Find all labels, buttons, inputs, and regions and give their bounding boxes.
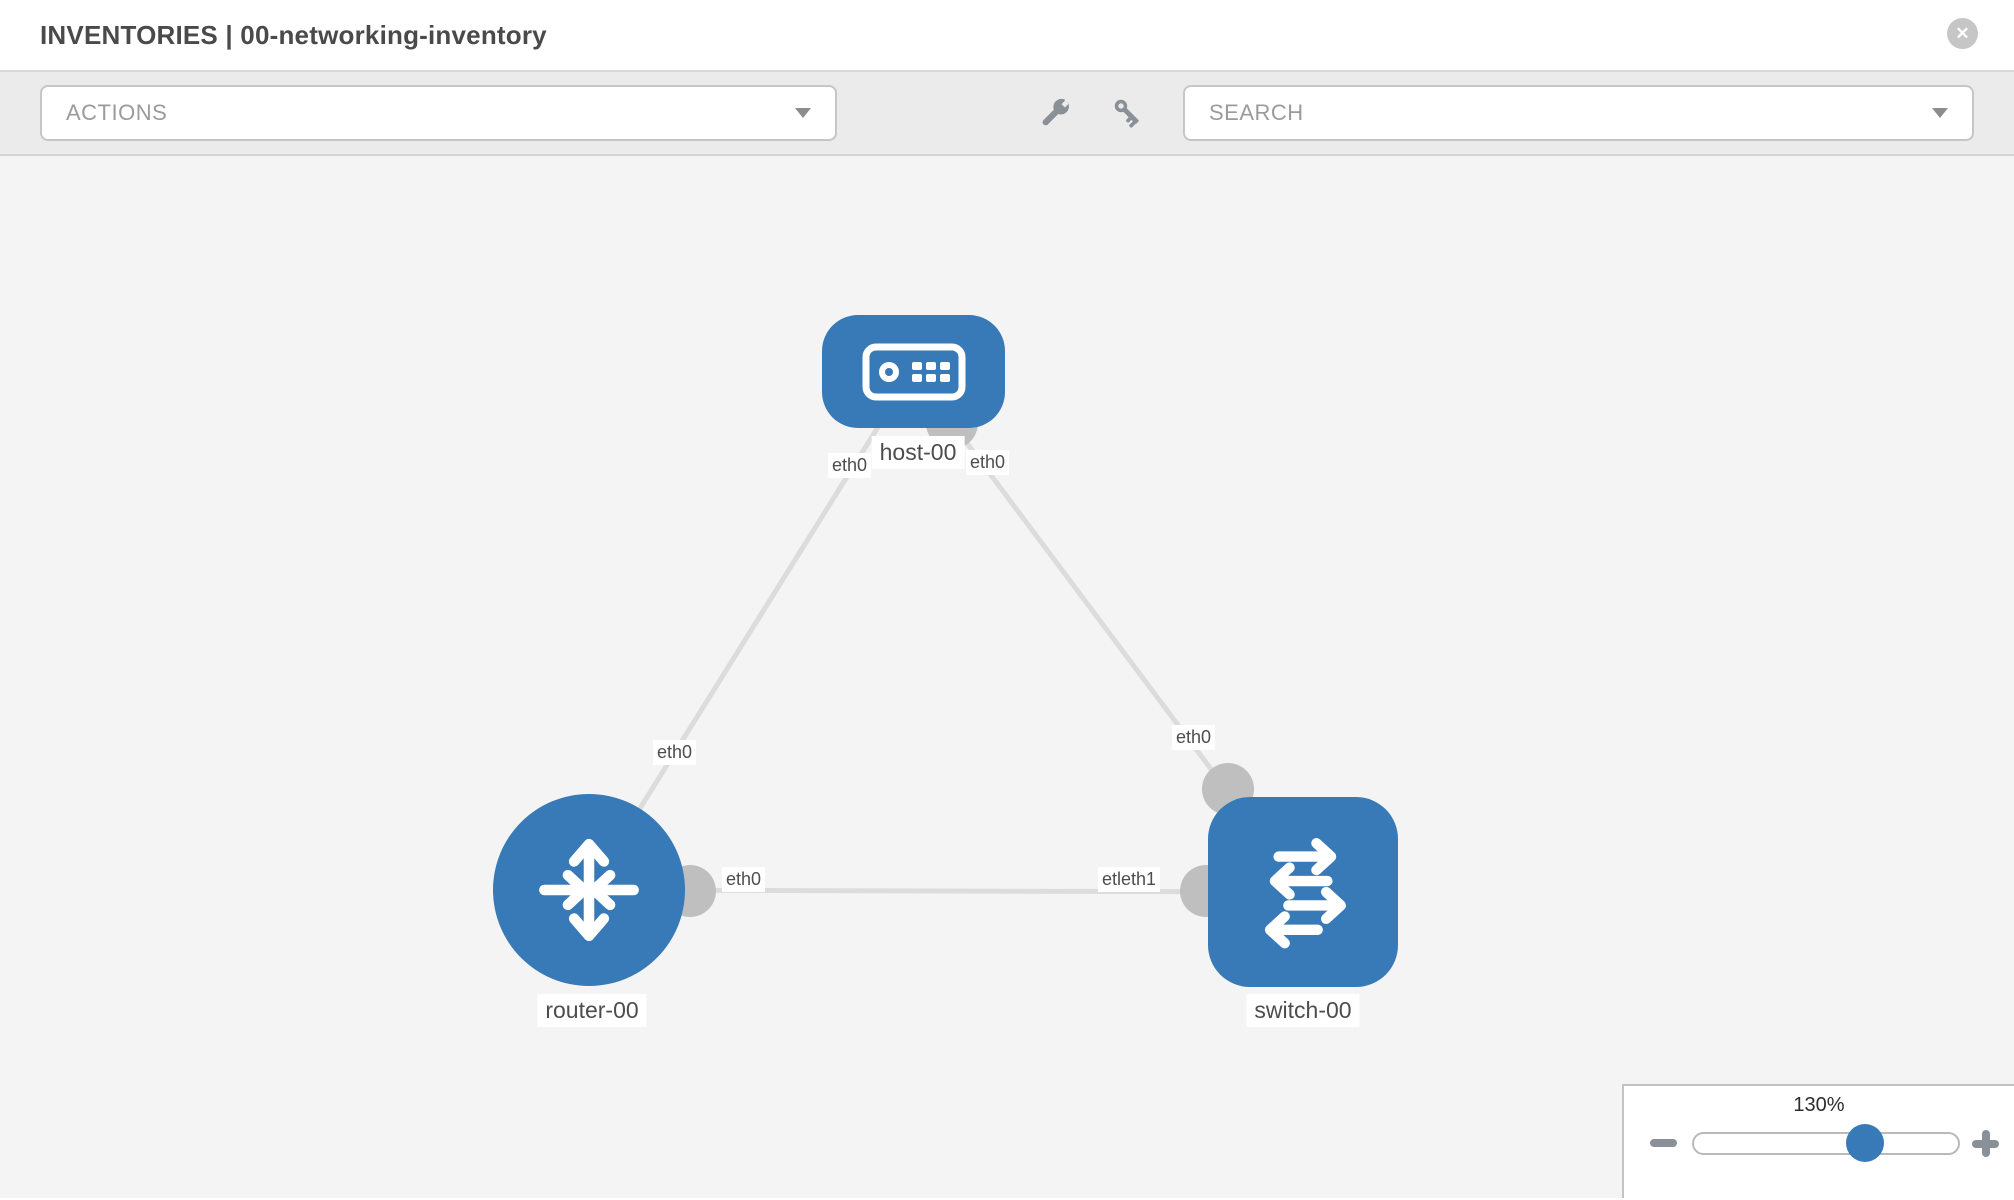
zoom-level-value: 130% (1793, 1094, 1845, 1116)
search-dropdown-label: SEARCH (1209, 100, 1304, 125)
key-icon[interactable] (1111, 96, 1145, 130)
node-label-router-00: router-00 (537, 994, 647, 1027)
interface-label: eth0 (966, 450, 1010, 475)
router-icon (539, 838, 639, 942)
interface-label: eth0 (1172, 725, 1216, 750)
zoom-in-icon[interactable] (1972, 1130, 1999, 1157)
node-switch-00[interactable] (1208, 797, 1398, 987)
toolbar: ACTIONS SEARCH (0, 72, 2014, 156)
page-header: INVENTORIES | 00-networking-inventory ✕ (0, 0, 2014, 72)
wrench-icon[interactable] (1039, 96, 1073, 130)
search-dropdown[interactable]: SEARCH (1183, 85, 1974, 141)
topology-links-layer (586, 369, 1306, 917)
zoom-slider-track[interactable] (1692, 1132, 1960, 1155)
node-host-00[interactable] (822, 315, 1005, 428)
close-icon[interactable]: ✕ (1947, 18, 1978, 49)
interface-label: eth0 (722, 867, 766, 892)
topology-canvas[interactable]: host-00 router-00 switch-00 eth0 eth0 et… (0, 156, 2014, 1198)
node-router-00[interactable] (493, 794, 685, 986)
actions-dropdown[interactable]: ACTIONS (40, 85, 837, 141)
interface-label: etleth1 (1098, 867, 1161, 892)
zoom-control-panel: 130% (1622, 1084, 2014, 1198)
switch-icon (1264, 838, 1347, 949)
chevron-down-icon (1932, 108, 1948, 118)
interface-label: eth0 (828, 453, 872, 478)
zoom-slider-knob[interactable] (1846, 1124, 1884, 1162)
interface-ports (664, 397, 1254, 917)
node-label-switch-00: switch-00 (1246, 994, 1360, 1027)
toolbar-icon-group (1039, 96, 1145, 130)
node-label-host-00: host-00 (871, 436, 965, 469)
chevron-down-icon (795, 108, 811, 118)
page-title: INVENTORIES | 00-networking-inventory (40, 19, 547, 50)
actions-dropdown-label: ACTIONS (66, 100, 168, 125)
interface-label: eth0 (653, 740, 697, 765)
server-icon (862, 343, 965, 400)
zoom-out-icon[interactable] (1650, 1139, 1677, 1147)
